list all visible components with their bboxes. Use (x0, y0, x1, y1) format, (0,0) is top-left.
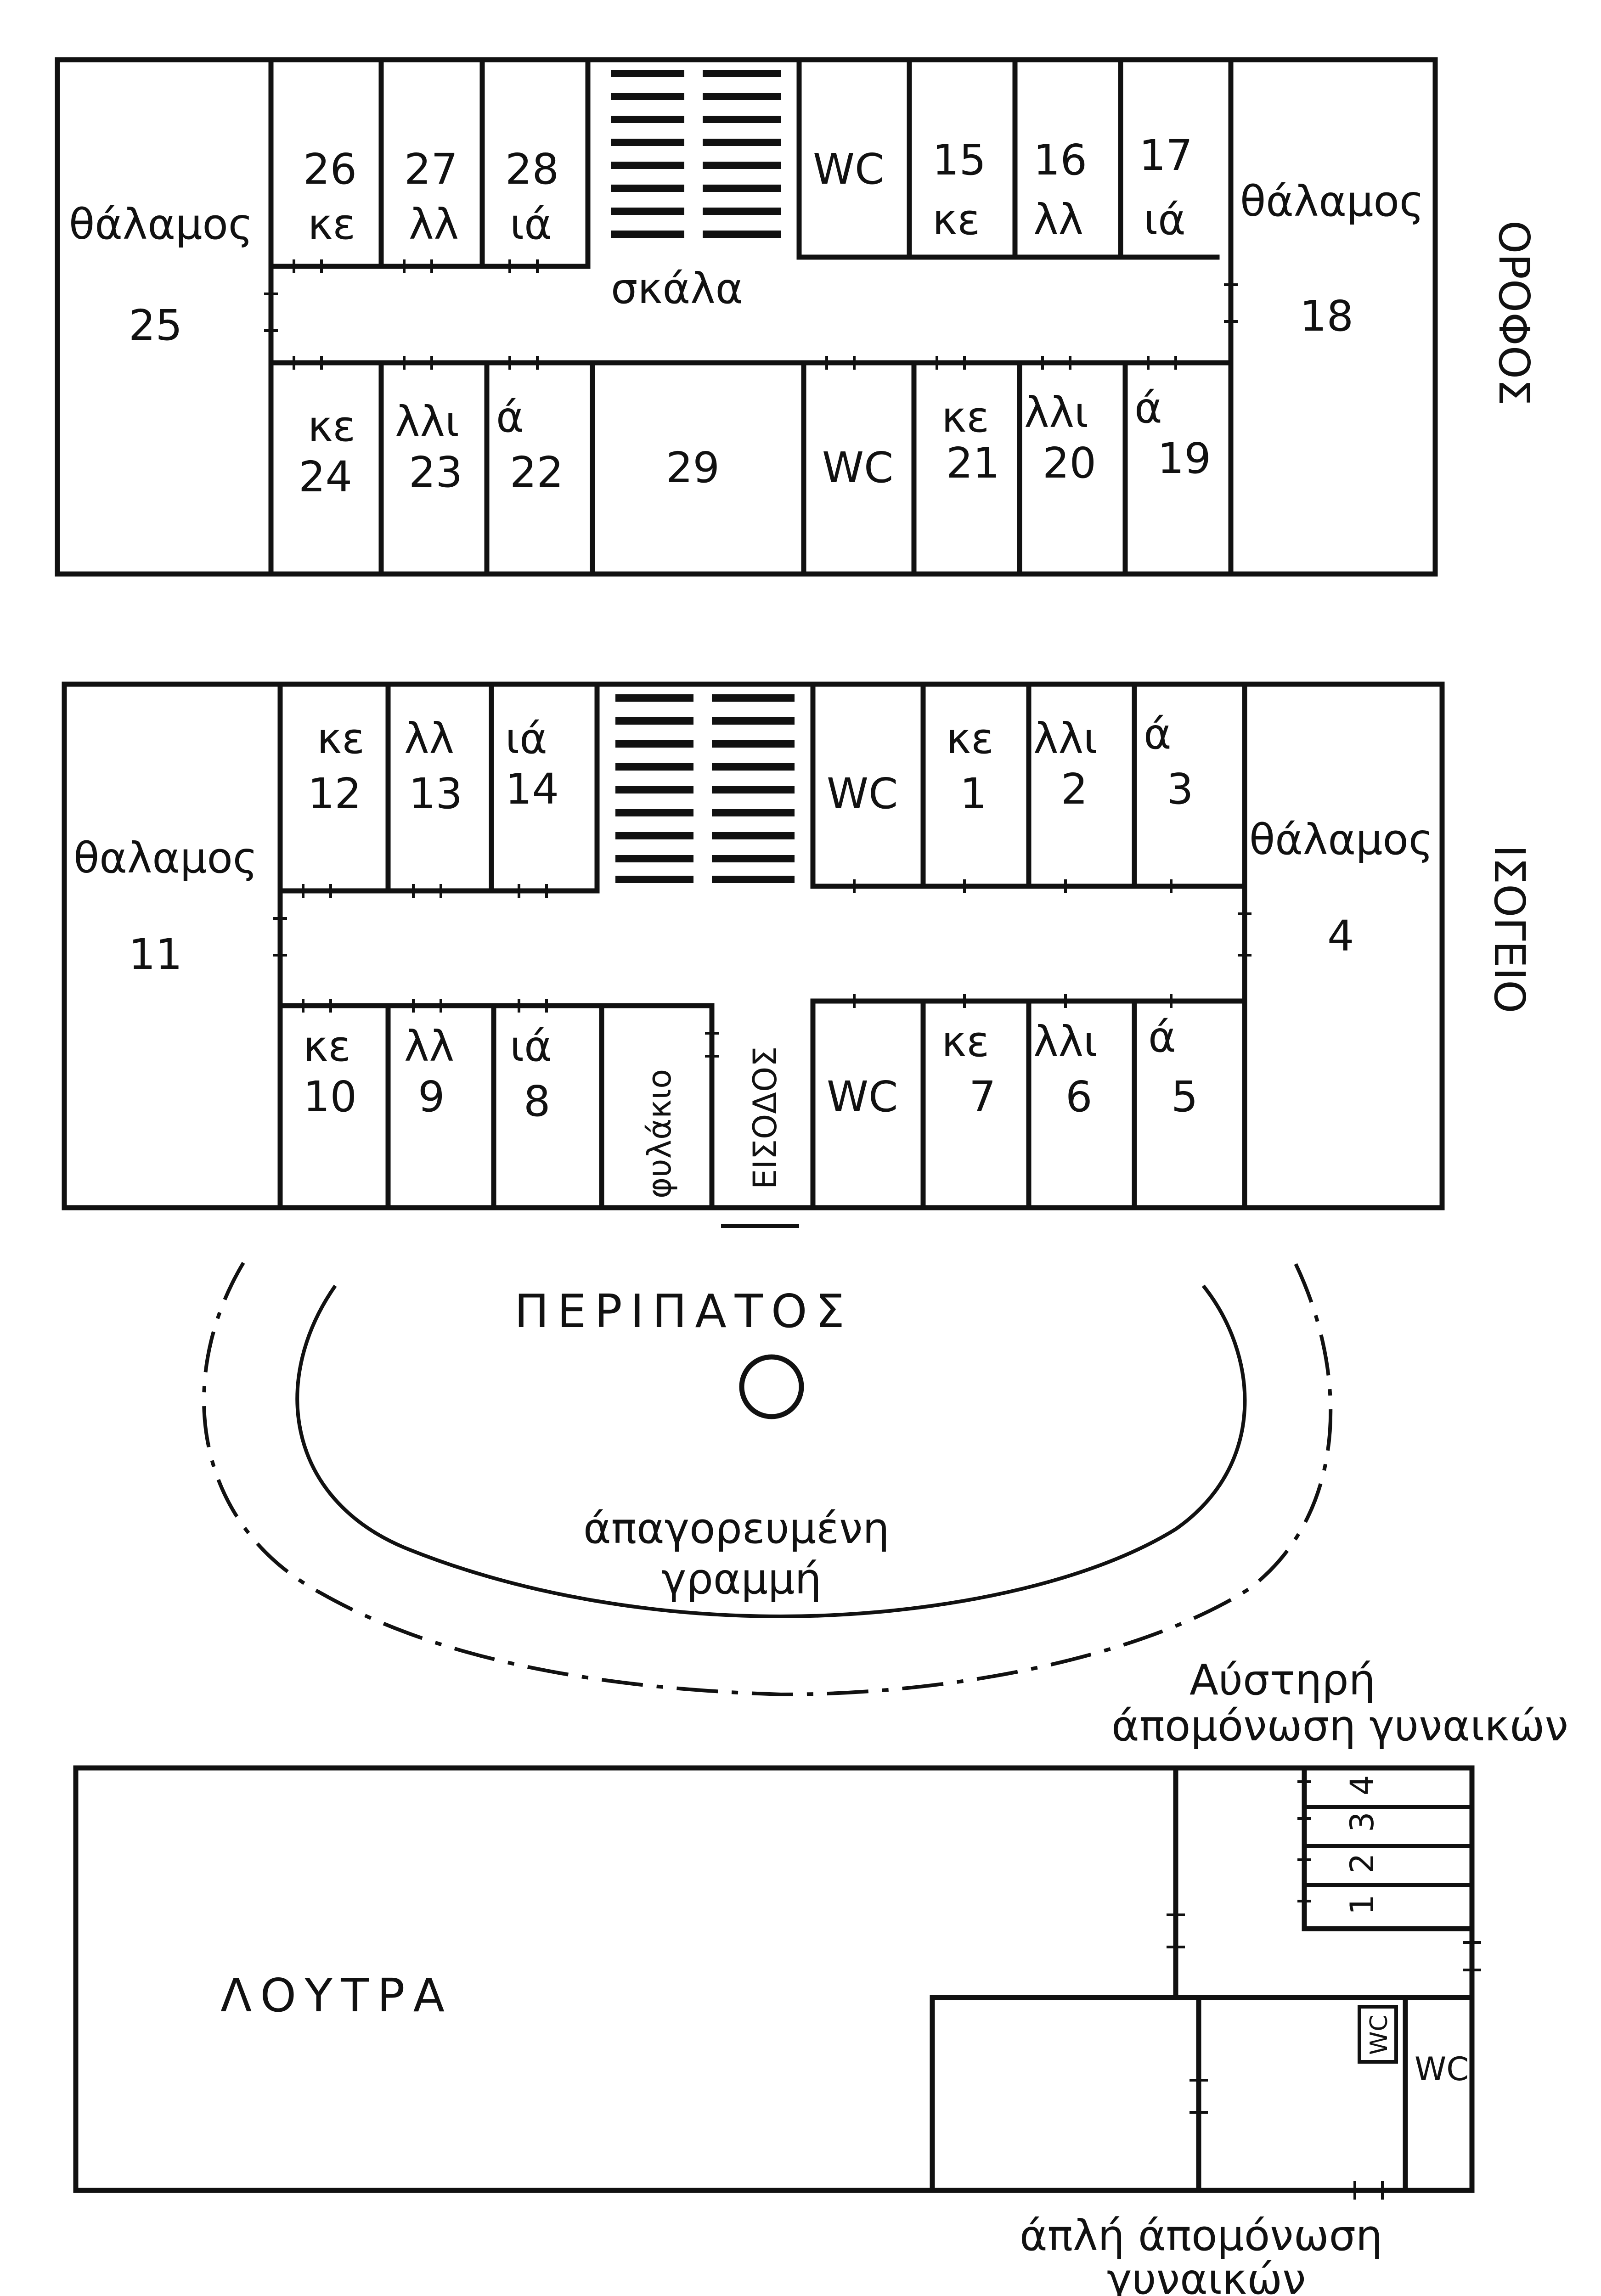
strict-isolation-label-1: Αύστηρή (1189, 1655, 1376, 1705)
cell-14-word: ιά (505, 714, 547, 763)
courtyard-center-circle (739, 1354, 804, 1419)
baths-block: 1 2 3 4 WC WC ΛΟΥΤΡΑ Αύστηρή άπομόνωση γ… (73, 1655, 1568, 2296)
cell-14-number: 14 (505, 765, 559, 814)
ground-floor-label: ΙΣΟΓΕΙΟ (1485, 845, 1534, 1013)
cell-27-number: 27 (404, 145, 458, 194)
walk-label: ΠΕΡΙΠΑΤΟΣ (514, 1284, 853, 1338)
forbidden-line-label-2: γραμμή (661, 1554, 822, 1604)
entrance-label: ΕΙΣΟΔΟΣ (746, 1047, 784, 1189)
cell-6-number: 6 (1065, 1072, 1093, 1121)
cell-28-word: ιά (510, 200, 552, 249)
cell-13-number: 13 (409, 769, 462, 818)
ground-wc-top: WC (827, 769, 898, 818)
upper-door-ticks (264, 259, 1238, 370)
guard-room-label: φυλάκιο (641, 1069, 678, 1199)
cell-1-word: κε (946, 714, 994, 763)
cell-16-word: λλ (1033, 195, 1083, 244)
cell-24-number: 24 (299, 452, 352, 501)
ground-floor: θαλαμος 11 θάλαμος 4 κε 12 λλ 13 ιά 14 W… (62, 681, 1534, 1228)
baths-door-ticks (1167, 1913, 1481, 2200)
forbidden-line (295, 1284, 1247, 1619)
ground-door-ticks (273, 879, 1251, 1058)
forbidden-line-label-1: άπαγορευμένη (583, 1504, 890, 1553)
strict-isolation-label-2: άπομόνωση γυναικών (1111, 1701, 1568, 1750)
cell-26-number: 26 (303, 145, 357, 194)
cell-6-word: λλι (1033, 1017, 1098, 1066)
cell-28-number: 28 (505, 145, 559, 194)
cell-22-word: ά (496, 393, 524, 442)
room-11-number: 11 (129, 930, 182, 979)
cell-19-word: ά (1134, 383, 1162, 433)
room-25-number: 25 (129, 301, 182, 350)
cell-7-word: κε (941, 1017, 989, 1066)
iso-cell-1: 1 (1343, 1894, 1381, 1915)
upper-floor-outline (55, 57, 1438, 577)
cell-3-number: 3 (1167, 765, 1194, 814)
room-25-title: θάλαμος (69, 200, 253, 249)
cell-9-number: 9 (418, 1072, 445, 1121)
cell-1-number: 1 (960, 769, 987, 818)
cell-12-number: 12 (308, 769, 361, 818)
strict-isolation-cells: 1 2 3 4 (1297, 1765, 1475, 1931)
cell-22-number: 22 (510, 448, 564, 497)
room-4-title: θάλαμος (1249, 815, 1433, 864)
outer-boundary-dashed (202, 1261, 1333, 1697)
simple-isolation-label-1: άπλή άπομόνωση (1020, 2211, 1382, 2260)
cell-15-word: κε (932, 195, 980, 244)
cell-19-number: 19 (1157, 434, 1211, 483)
cell-8-word: ιά (510, 1022, 552, 1071)
cell-8-number: 8 (524, 1077, 551, 1126)
upper-floor-label: ΟΡΟΦΟΣ (1489, 220, 1539, 405)
upper-floor: θάλαμος 25 θάλαμος 18 26 κε 27 λλ 28 ιά … (55, 57, 1539, 577)
baths-label: ΛΟΥΤΡΑ (220, 1969, 453, 2022)
cell-15-number: 15 (932, 135, 986, 185)
cell-20-number: 20 (1043, 439, 1096, 488)
cell-10-number: 10 (303, 1072, 357, 1121)
cell-21-word: κε (941, 393, 989, 442)
cell-12-word: κε (317, 714, 365, 763)
room-29-number: 29 (666, 443, 720, 492)
cell-24-word: κε (308, 402, 355, 451)
cell-16-number: 16 (1033, 135, 1087, 185)
courtyard: ΠΕΡΙΠΑΤΟΣ άπαγορευμένη γραμμή (202, 1261, 1333, 1697)
room-18-number: 18 (1300, 292, 1353, 341)
wc-label: WC (1415, 2050, 1469, 2088)
cell-3-word: ά (1144, 709, 1172, 759)
iso-cell-2: 2 (1343, 1853, 1381, 1874)
iso-cell-3: 3 (1343, 1812, 1381, 1832)
cell-17-number: 17 (1139, 131, 1193, 180)
cell-5-word: ά (1148, 1013, 1176, 1062)
simple-isolation-label-2: γυναικών (1107, 2255, 1306, 2296)
upper-staircase (611, 70, 781, 238)
cell-2-number: 2 (1061, 765, 1088, 814)
cell-17-word: ιά (1144, 195, 1186, 244)
upper-wc-top: WC (813, 145, 884, 194)
cell-26-word: κε (308, 200, 355, 249)
cell-2-word: λλι (1033, 714, 1098, 763)
cell-21-number: 21 (946, 439, 1000, 488)
cell-10-word: κε (303, 1022, 351, 1071)
cell-23-number: 23 (409, 448, 462, 497)
cell-27-word: λλ (409, 200, 459, 249)
cell-20-word: λλι (1024, 388, 1088, 437)
cell-13-word: λλ (404, 714, 454, 763)
iso-cell-4: 4 (1343, 1775, 1381, 1795)
cell-5-number: 5 (1171, 1072, 1198, 1121)
baths-block-outline (73, 1765, 1475, 2193)
ground-wc-bottom: WC (827, 1072, 898, 1121)
stair-label: σκάλα (611, 264, 743, 313)
room-4-number: 4 (1327, 912, 1354, 961)
room-18-title: θάλαμος (1240, 177, 1424, 226)
upper-wc-bottom: WC (822, 443, 893, 492)
cell-9-word: λλ (404, 1022, 454, 1071)
room-11-title: θαλαμος (73, 833, 258, 883)
cell-7-number: 7 (969, 1072, 996, 1121)
cell-23-word: λλι (395, 397, 459, 446)
ground-staircase (615, 694, 795, 883)
small-wc-label: WC (1365, 2015, 1393, 2055)
small-wc-box (1358, 2005, 1398, 2064)
